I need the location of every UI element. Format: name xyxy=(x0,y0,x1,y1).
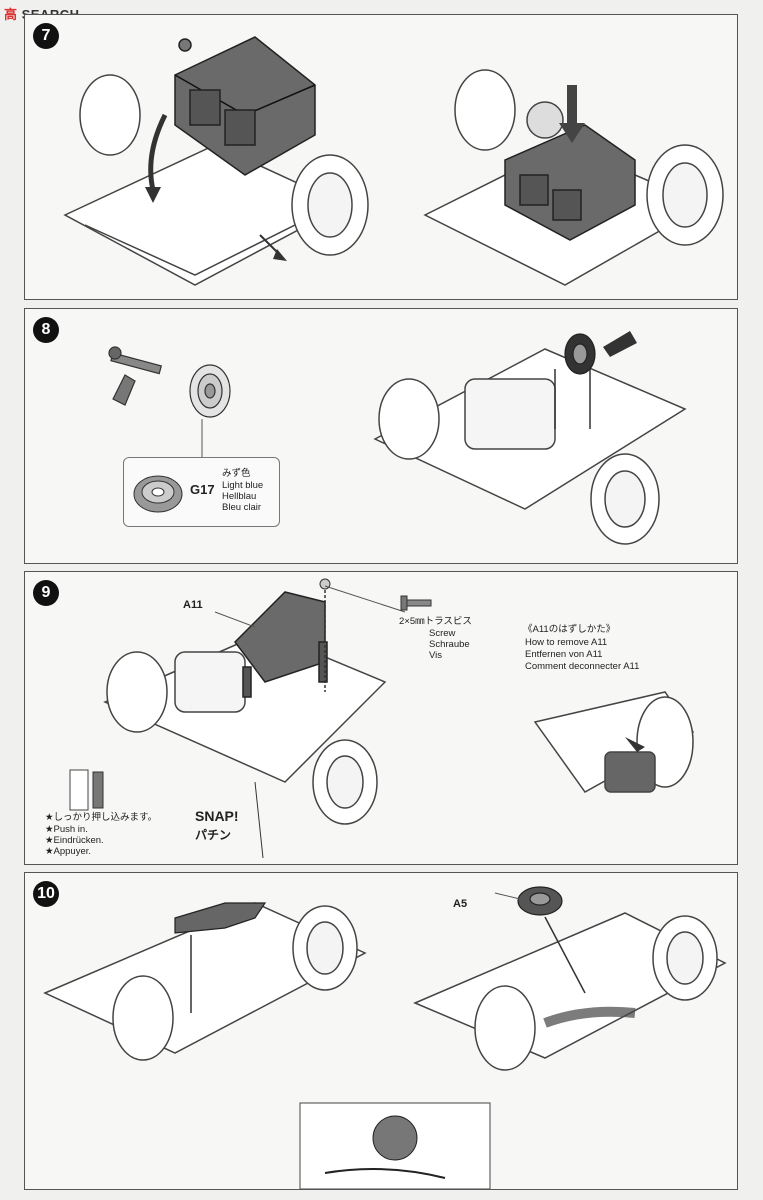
push-jp: ★しっかり押し込みます。 xyxy=(45,812,158,823)
remove-fr: Comment deconnecter A11 xyxy=(525,661,640,672)
step-number: 9 xyxy=(33,580,59,606)
color-fr: Bleu clair xyxy=(222,502,262,513)
step-7-panel: 7 xyxy=(24,14,738,300)
snap-label-jp: パチン xyxy=(195,828,232,842)
step-9-illustration xyxy=(69,578,695,859)
color-de: Hellblau xyxy=(222,491,257,502)
gear-g17 xyxy=(189,364,231,418)
push-en: ★Push in. xyxy=(45,824,88,835)
snap-label: SNAP! xyxy=(195,808,239,824)
step-10-illustration xyxy=(43,886,727,1189)
push-fr: ★Appuyer. xyxy=(45,846,92,857)
color-en: Light blue xyxy=(222,480,264,491)
remove-title: 《A11のはずしかた》 xyxy=(523,624,616,635)
motor-block xyxy=(174,36,316,176)
screw-en: Screw xyxy=(429,628,456,639)
gear-icon xyxy=(133,475,183,513)
part-label-a5: A5 xyxy=(453,898,468,910)
color-jp: みず色 xyxy=(222,468,251,479)
part-code: G17 xyxy=(190,482,215,497)
step-9-panel: 9 A11 2×5 xyxy=(24,571,738,865)
remove-en: How to remove A11 xyxy=(525,637,608,648)
step-number: 10 xyxy=(33,881,59,907)
remove-de: Entfernen von A11 xyxy=(525,649,603,660)
screw-fr: Vis xyxy=(429,650,443,661)
motor-block xyxy=(504,124,636,241)
step-8-illustration xyxy=(108,331,687,545)
step-7-illustration xyxy=(63,36,724,286)
gear-on-chassis xyxy=(564,333,596,375)
part-legend-g17: G17 みず色 Light blue Hellblau Bleu clair xyxy=(123,457,280,527)
part-cover xyxy=(174,902,267,934)
step-number: 7 xyxy=(33,23,59,49)
screw-size: 2×5㎜トラスビス xyxy=(399,616,472,627)
part-a5 xyxy=(517,886,563,916)
push-de: ★Eindrücken. xyxy=(45,835,104,846)
part-label-a11: A11 xyxy=(183,599,203,611)
step-number: 8 xyxy=(33,317,59,343)
screw-de: Schraube xyxy=(429,639,470,650)
screw-icon xyxy=(400,595,432,611)
step-8-panel: 8 xyxy=(24,308,738,564)
step-10-panel: 10 A5 xyxy=(24,872,738,1190)
